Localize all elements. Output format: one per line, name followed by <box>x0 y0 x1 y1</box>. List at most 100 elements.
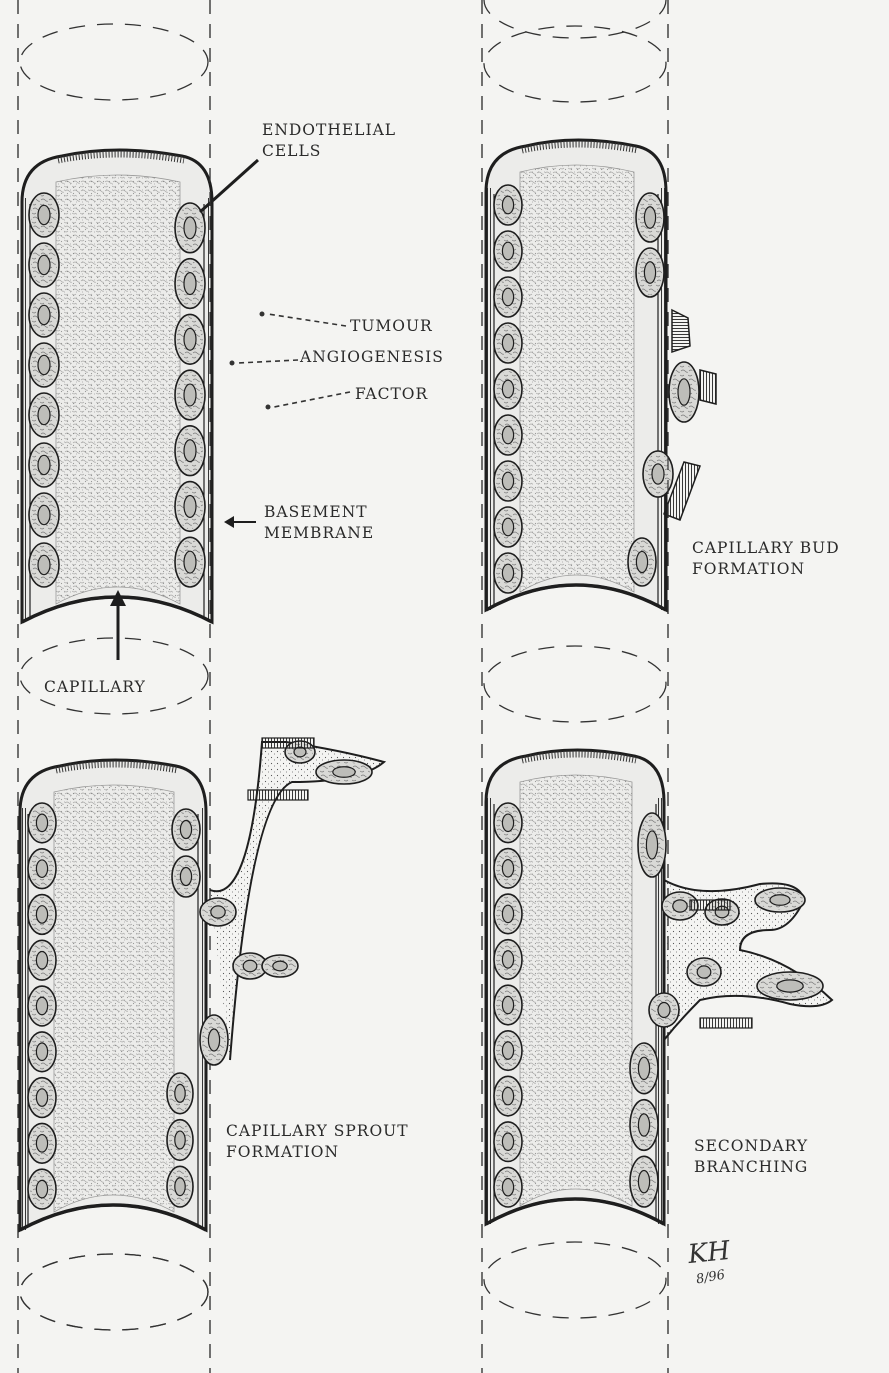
lumen-texture <box>54 785 174 1212</box>
cell-nucleus <box>175 1084 185 1102</box>
capillary-bud-label: CAPILLARY BUD FORMATION <box>692 538 840 580</box>
cell-nucleus <box>502 1042 513 1059</box>
cell-nucleus <box>636 551 647 572</box>
cell-nucleus <box>184 328 196 350</box>
cell-nucleus <box>502 518 513 536</box>
cell-nucleus <box>184 273 196 295</box>
cell-nucleus <box>38 505 50 524</box>
cell-nucleus <box>36 860 47 878</box>
cell-nucleus <box>36 814 47 832</box>
secondary-branching-label: SECONDARY BRANCHING <box>694 1136 808 1178</box>
factor-arrow-line <box>238 360 298 363</box>
factor-arrow-line <box>274 392 350 407</box>
cell-nucleus <box>646 831 657 859</box>
cell-nucleus <box>502 426 513 444</box>
basement-pointer-head <box>224 516 234 528</box>
cell-nucleus <box>777 980 803 992</box>
bud-label-line1: CAPILLARY BUD <box>692 538 840 559</box>
capillary-label: CAPILLARY <box>44 677 146 698</box>
cell-nucleus <box>502 860 513 877</box>
cell-nucleus <box>652 464 664 484</box>
lumen-texture <box>520 775 632 1206</box>
cell-nucleus <box>211 906 225 918</box>
artist-signature-initials: KH <box>687 1236 732 1270</box>
cell-nucleus <box>38 205 50 224</box>
sprout-membrane-fragment <box>262 738 314 748</box>
cell-nucleus <box>644 262 655 284</box>
cell-nucleus <box>180 867 191 885</box>
basement-membrane-left <box>485 188 492 610</box>
cell-nucleus <box>38 555 50 574</box>
cell-nucleus <box>502 564 513 582</box>
factor-arrow-head <box>230 361 235 366</box>
lumen-texture <box>520 165 634 592</box>
vessel-continuation-top <box>484 26 666 102</box>
cell-nucleus <box>273 961 287 971</box>
branching-label-line1: SECONDARY <box>694 1136 808 1157</box>
broken-membrane-fragment <box>700 370 716 404</box>
cell-nucleus <box>502 380 513 398</box>
cell-nucleus <box>502 196 513 214</box>
cell-nucleus <box>38 305 50 324</box>
cell-nucleus <box>208 1029 219 1051</box>
cell-nucleus <box>184 551 196 573</box>
broken-membrane-fragment <box>672 310 690 352</box>
cell-nucleus <box>638 1171 649 1193</box>
branching-label-line2: BRANCHING <box>694 1157 808 1178</box>
vessel-continuation-top <box>20 24 208 100</box>
lumen-texture <box>56 175 180 604</box>
cell-nucleus <box>502 334 513 352</box>
cell-nucleus <box>502 905 513 922</box>
cell-nucleus <box>294 747 306 757</box>
basement-membrane-right <box>660 188 667 610</box>
basement-label-line2: MEMBRANE <box>264 523 374 544</box>
cell-nucleus <box>502 1179 513 1196</box>
factor-arrow-head <box>266 405 271 410</box>
vessel-continuation-bottom <box>484 646 666 722</box>
cell-nucleus <box>673 900 687 912</box>
basement-membrane-left <box>485 798 492 1224</box>
cell-nucleus <box>697 966 711 978</box>
cell-nucleus <box>38 405 50 424</box>
angiogenesis-label: ANGIOGENESIS <box>300 347 444 368</box>
factor-arrow-head <box>260 312 265 317</box>
branch-membrane-fragment <box>690 900 730 910</box>
basement-label-line1: BASEMENT <box>264 502 374 523</box>
endothelial-cells-label: ENDOTHELIAL CELLS <box>262 120 396 162</box>
cell-nucleus <box>36 1043 47 1061</box>
vessel-continuation-top <box>484 0 666 38</box>
branch-membrane-fragment <box>700 1018 752 1028</box>
cell-nucleus <box>644 207 655 229</box>
cell-nucleus <box>184 384 196 406</box>
cell-nucleus <box>333 767 355 778</box>
sprout-label-line1: CAPILLARY SPROUT <box>226 1121 409 1142</box>
capillary-sprout-label: CAPILLARY SPROUT FORMATION <box>226 1121 409 1163</box>
vessel-continuation-bottom <box>20 1254 208 1330</box>
vessel-continuation-bottom <box>20 638 208 714</box>
cell-nucleus <box>184 440 196 462</box>
tumour-label: TUMOUR <box>350 316 433 337</box>
cell-nucleus <box>36 951 47 969</box>
cell-nucleus <box>502 1133 513 1150</box>
vessel-continuation-bottom <box>484 1242 666 1318</box>
cell-nucleus <box>502 242 513 260</box>
cell-nucleus <box>175 1131 185 1149</box>
cell-nucleus <box>175 1178 185 1196</box>
cell-nucleus <box>184 217 196 239</box>
cell-nucleus <box>502 1087 513 1104</box>
cell-nucleus <box>638 1057 649 1079</box>
cell-nucleus <box>36 1180 47 1198</box>
cell-nucleus <box>36 906 47 924</box>
sprout-membrane-fragment <box>248 790 308 800</box>
sprout-label-line2: FORMATION <box>226 1142 409 1163</box>
basement-membrane-left <box>21 198 28 622</box>
cell-nucleus <box>36 1089 47 1107</box>
endothelial-label-line1: ENDOTHELIAL <box>262 120 396 141</box>
cell-nucleus <box>638 1114 649 1136</box>
endothelial-label-line2: CELLS <box>262 141 396 162</box>
basement-membrane-left <box>19 808 26 1230</box>
factor-label: FACTOR <box>355 384 428 405</box>
cell-nucleus <box>38 455 50 474</box>
cell-nucleus <box>36 997 47 1015</box>
cell-nucleus <box>502 814 513 831</box>
